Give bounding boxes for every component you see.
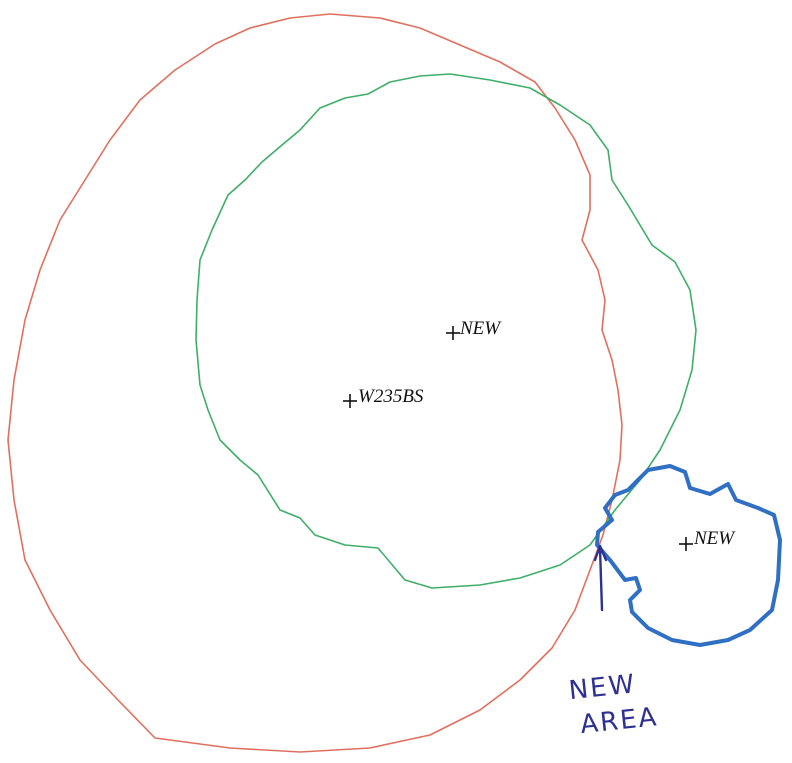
large-coverage-contour [7, 13, 623, 753]
annotation-line-2: AREA [579, 702, 660, 740]
marker-new-upper: NEW [446, 318, 502, 340]
marker-label-w235bs: W235BS [358, 386, 424, 407]
medium-coverage-contour [195, 73, 697, 589]
marker-new-right: NEW [679, 528, 736, 551]
marker-label-new-upper: NEW [459, 318, 502, 339]
new-area-arrow [593, 544, 608, 612]
crosshair-icon [679, 537, 693, 551]
annotation-line-1: NEW [567, 669, 637, 706]
marker-w235bs: W235BS [343, 386, 424, 408]
new-area-annotation: NEW AREA [567, 669, 660, 740]
crosshair-icon [343, 394, 357, 408]
crosshair-icon [446, 326, 460, 340]
new-coverage-contour [595, 464, 782, 647]
marker-label-new-right: NEW [693, 528, 736, 549]
